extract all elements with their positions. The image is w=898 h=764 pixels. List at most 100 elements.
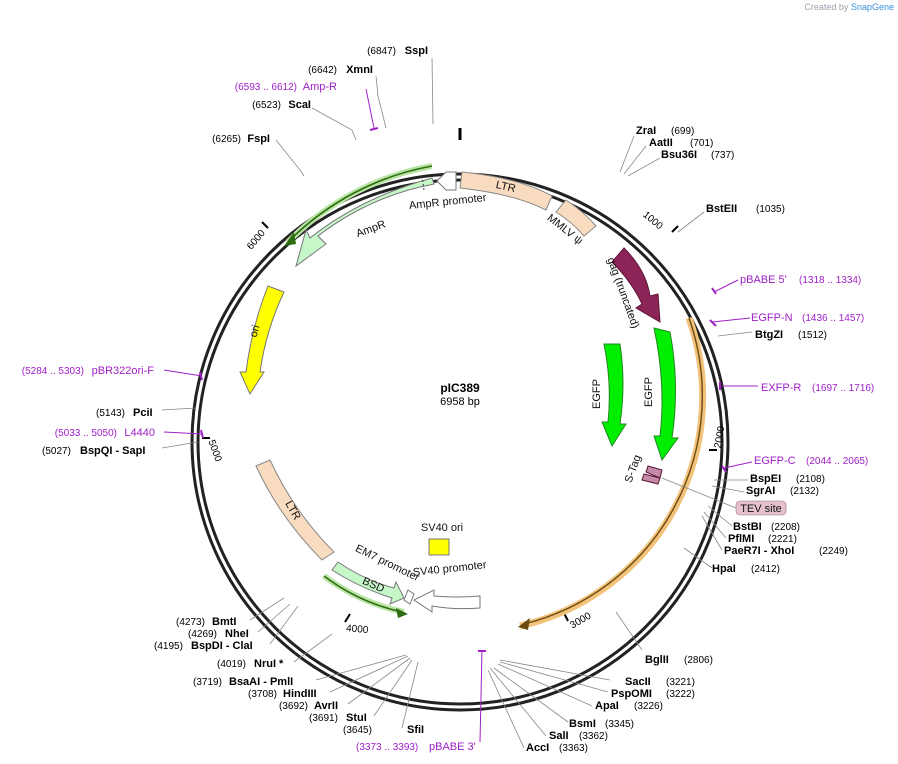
enzyme-name[interactable]: ScaI: [288, 99, 311, 111]
enzyme-pos: (6523): [252, 100, 281, 111]
ampr-arc-arrowhead: [284, 232, 296, 246]
enzyme-name[interactable]: PciI: [133, 407, 153, 419]
enzyme-pos: (2221): [768, 534, 797, 545]
bsd-arc-arrowhead: [396, 608, 408, 618]
enzyme-pos: (3645): [343, 725, 372, 736]
enzyme-pos: (1512): [798, 330, 827, 341]
ampr-promoter-feature[interactable]: [436, 171, 457, 191]
feature-label: AmpR: [355, 218, 388, 240]
feature-label: AmpR promoter: [408, 192, 487, 212]
branding-prefix: Created by: [804, 2, 849, 12]
feature-label: BSD: [360, 575, 386, 595]
enzyme-name[interactable]: HindIII: [283, 688, 317, 700]
enzyme-name[interactable]: PspOMI: [611, 688, 652, 700]
enzyme-name[interactable]: SspI: [405, 45, 428, 57]
ori-feature[interactable]: [239, 285, 285, 396]
gag-truncated-feature[interactable]: [611, 247, 661, 323]
enzyme-pos: (2132): [790, 486, 819, 497]
enzyme-name[interactable]: BstBI: [733, 521, 762, 533]
bsd-feature[interactable]: [331, 561, 405, 605]
enzyme-pos: (2208): [771, 522, 800, 533]
enzyme-name[interactable]: SalI: [549, 730, 569, 742]
em7-promoter-feature[interactable]: [403, 589, 415, 605]
enzyme-name[interactable]: HpaI: [712, 563, 736, 575]
feature-label: SV40 ori: [421, 522, 463, 534]
orf-arc-arrowhead: [518, 618, 530, 630]
tev-leader-line: [661, 477, 737, 509]
enzyme-pos: (6642): [308, 65, 337, 76]
feature-label: EGFP: [591, 379, 603, 409]
enzyme-name[interactable]: BmtI: [212, 616, 236, 628]
bsd-arc-line: [323, 575, 403, 613]
primer-label[interactable]: Amp-R: [303, 81, 337, 93]
primer-pos: (5284 .. 5303): [22, 366, 84, 377]
enzyme-pos: (5027): [42, 446, 71, 457]
tick-label: 2000: [713, 425, 728, 449]
enzyme-name[interactable]: BtgZI: [755, 329, 783, 341]
enzyme-pos: (4269): [188, 629, 217, 640]
enzyme-name[interactable]: SgrAI: [746, 485, 775, 497]
sv40-ori-feature[interactable]: [428, 538, 450, 556]
mmlv-psi-feature[interactable]: [555, 199, 597, 237]
enzyme-name[interactable]: NruI *: [254, 658, 284, 670]
primer-label[interactable]: EGFP-N: [751, 312, 793, 324]
ltr-top-feature[interactable]: [459, 171, 553, 211]
enzyme-name[interactable]: BsmI: [569, 718, 596, 730]
plasmid-name: pIC389: [440, 381, 480, 395]
enzyme-name[interactable]: ZraI: [636, 125, 656, 137]
enzyme-name[interactable]: Bsu36I: [661, 149, 697, 161]
orf-arc-line: [523, 317, 703, 625]
enzyme-name[interactable]: PflMI: [728, 533, 754, 545]
enzyme-name[interactable]: SacII: [625, 676, 651, 688]
enzyme-name[interactable]: XmnI: [346, 64, 373, 76]
primer-pos: (3373 .. 3393): [356, 742, 418, 753]
enzyme-pos: (3222): [666, 689, 695, 700]
enzyme-name[interactable]: StuI: [346, 712, 367, 724]
enzyme-name[interactable]: NheI: [225, 628, 249, 640]
egfp-outer-feature[interactable]: [653, 327, 679, 462]
enzyme-name[interactable]: BstEII: [706, 203, 737, 215]
enzyme-name[interactable]: FspI: [247, 133, 270, 145]
sv40-promoter-feature[interactable]: [413, 589, 481, 613]
tick-label: 4000: [346, 623, 370, 636]
enzyme-pos: (3362): [579, 731, 608, 742]
snapgene-branding: Created by SnapGene: [804, 2, 894, 12]
primer-pos: (5033 .. 5050): [55, 428, 117, 439]
primer-label[interactable]: EGFP-C: [754, 455, 796, 467]
enzyme-pos: (5143): [96, 408, 125, 419]
enzyme-name[interactable]: BspQI - SapI: [80, 445, 145, 457]
primer-label[interactable]: pBABE 3': [429, 741, 476, 753]
enzyme-name[interactable]: BspDI - ClaI: [191, 640, 253, 652]
enzyme-pos: (4273): [176, 617, 205, 628]
primer-label[interactable]: L4440: [124, 427, 155, 439]
primer-label[interactable]: pBABE 5': [740, 274, 787, 286]
primer-pos: (1436 .. 1457): [802, 313, 864, 324]
egfp-inner-feature[interactable]: [601, 343, 627, 448]
enzyme-name[interactable]: BsaAI - PmlI: [229, 676, 293, 688]
primer-pos: (2044 .. 2065): [806, 456, 868, 467]
enzyme-name[interactable]: AccI: [526, 742, 549, 754]
plasmid-size: 6958 bp: [440, 396, 480, 408]
enzyme-pos: (3226): [634, 701, 663, 712]
enzyme-name[interactable]: AatII: [649, 137, 673, 149]
enzyme-pos: (3719): [193, 677, 222, 688]
ltr-bottom-feature[interactable]: [255, 459, 335, 561]
enzyme-pos: (2249): [819, 546, 848, 557]
enzyme-pos: (2806): [684, 655, 713, 666]
primer-pos: (6593 .. 6612): [235, 82, 297, 93]
enzyme-name[interactable]: AvrII: [314, 700, 338, 712]
primer-label[interactable]: pBR322ori-F: [92, 365, 155, 377]
s-tag-feature-part[interactable]: [641, 473, 661, 485]
feature-label: S-Tag: [623, 453, 644, 484]
primer-pos: (1697 .. 1716): [812, 383, 874, 394]
primers: Amp-R (6593 .. 6612) pBABE 5' (1318 .. 1…: [22, 81, 875, 753]
enzyme-name[interactable]: SfiI: [407, 724, 424, 736]
enzyme-pos: (3345): [605, 719, 634, 730]
enzyme-name[interactable]: BglII: [645, 654, 669, 666]
ampr-feature[interactable]: [295, 177, 435, 268]
primer-label[interactable]: EXFP-R: [761, 382, 801, 394]
enzyme-name[interactable]: ApaI: [595, 700, 619, 712]
enzyme-name[interactable]: PaeR7I - XhoI: [724, 545, 794, 557]
enzyme-name[interactable]: BspEI: [750, 473, 781, 485]
enzyme-pos: (6265): [212, 134, 241, 145]
